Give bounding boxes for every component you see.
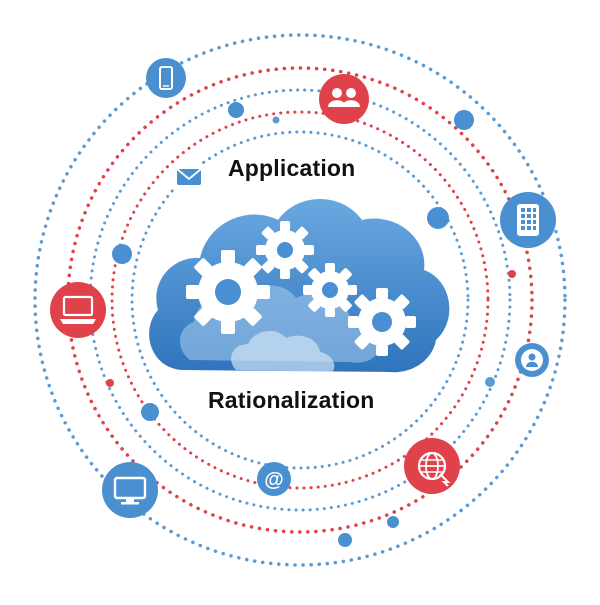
monitor-icon <box>102 462 158 518</box>
ring-dot <box>387 516 399 528</box>
ring-dot <box>454 110 474 130</box>
ring-dot <box>485 377 495 387</box>
ring-dots <box>106 102 516 547</box>
ring-dot <box>106 379 114 387</box>
tablet-icon <box>500 192 556 248</box>
ring-dot <box>338 533 352 547</box>
red-ring-inner <box>110 110 490 490</box>
ring-dot <box>141 403 159 421</box>
ring-dot <box>427 207 449 229</box>
at-sign-icon: @ <box>257 462 291 496</box>
envelope-icon <box>172 160 206 194</box>
ring-dot <box>112 244 132 264</box>
blue-ring-inner <box>130 130 470 470</box>
user-group-icon <box>319 74 369 124</box>
outer-blue-ring <box>33 33 567 567</box>
title-rationalization: Rationalization <box>208 387 375 413</box>
mobile-phone-icon <box>146 58 186 98</box>
user-profile-icon <box>515 343 549 377</box>
ring-dot <box>508 270 516 278</box>
at-sign-glyph: @ <box>264 469 284 491</box>
globe-network-icon <box>404 438 460 494</box>
ring-dot <box>272 116 280 124</box>
title-application: Application <box>228 155 356 181</box>
ring-dot <box>228 102 244 118</box>
laptop-icon <box>50 282 106 338</box>
gears-icon <box>186 221 416 356</box>
